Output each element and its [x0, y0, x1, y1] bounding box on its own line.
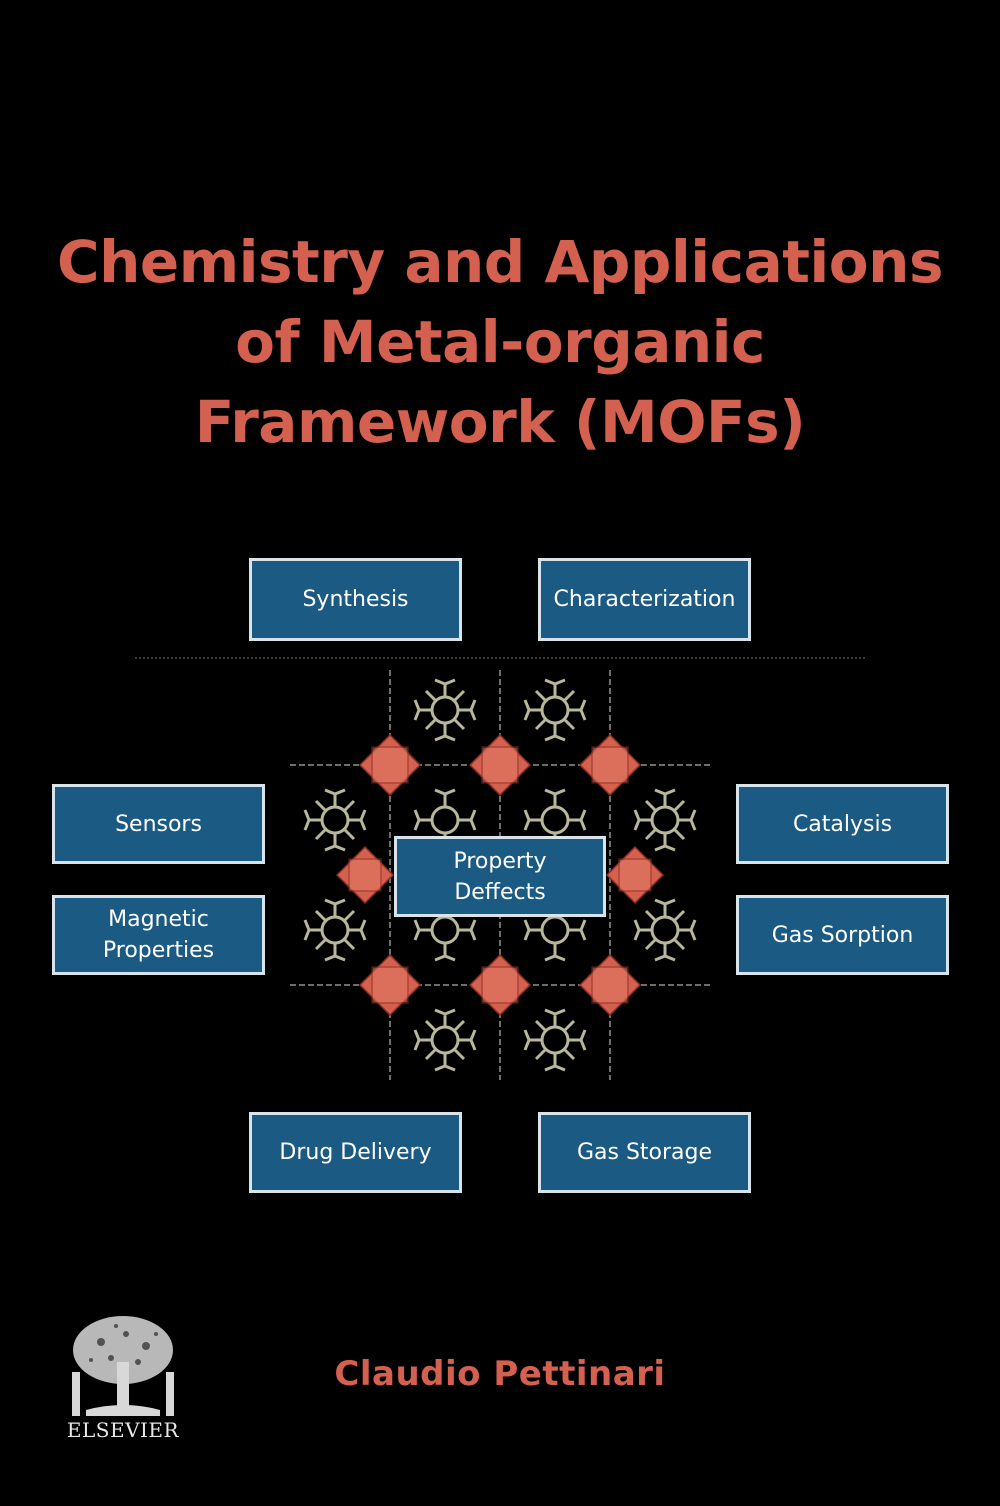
title-line-3: Framework (MOFs) [194, 388, 806, 456]
characterization-box: Characterization [538, 558, 751, 641]
catalysis-label: Catalysis [792, 811, 893, 837]
magnetic-properties-box: Magnetic Properties [52, 895, 265, 975]
divider-line [135, 657, 865, 659]
magnetic-label-line-1: Magnetic [108, 907, 209, 932]
sensors-box: Sensors [52, 784, 265, 864]
characterization-label: Characterization [553, 587, 736, 612]
property-label-line-2: Deffects [454, 879, 546, 905]
property-label-line-1: Property [453, 848, 547, 874]
book-title: Chemistry and Applications of Metal-orga… [0, 222, 1000, 462]
gas-sorption-label: Gas Sorption [771, 922, 914, 948]
elsevier-tree-logo [72, 1316, 174, 1416]
magnetic-label-line-2: Properties [102, 938, 215, 963]
sensors-label: Sensors [115, 811, 202, 837]
title-line-2: of Metal-organic [235, 308, 765, 376]
drug-delivery-box: Drug Delivery [249, 1112, 462, 1193]
synthesis-label: Synthesis [302, 587, 409, 612]
property-defects-box: Property Deffects [394, 836, 606, 917]
publisher-name: ELSEVIER [66, 1418, 180, 1442]
synthesis-box: Synthesis [249, 558, 462, 641]
gas-storage-box: Gas Storage [538, 1112, 751, 1193]
gas-storage-label: Gas Storage [576, 1140, 713, 1165]
catalysis-box: Catalysis [736, 784, 949, 864]
mof-framework-illustration [290, 670, 710, 1080]
title-line-1: Chemistry and Applications [57, 228, 943, 296]
gas-sorption-box: Gas Sorption [736, 895, 949, 975]
drug-delivery-label: Drug Delivery [279, 1140, 432, 1165]
author-name: Claudio Pettinari [334, 1354, 666, 1394]
